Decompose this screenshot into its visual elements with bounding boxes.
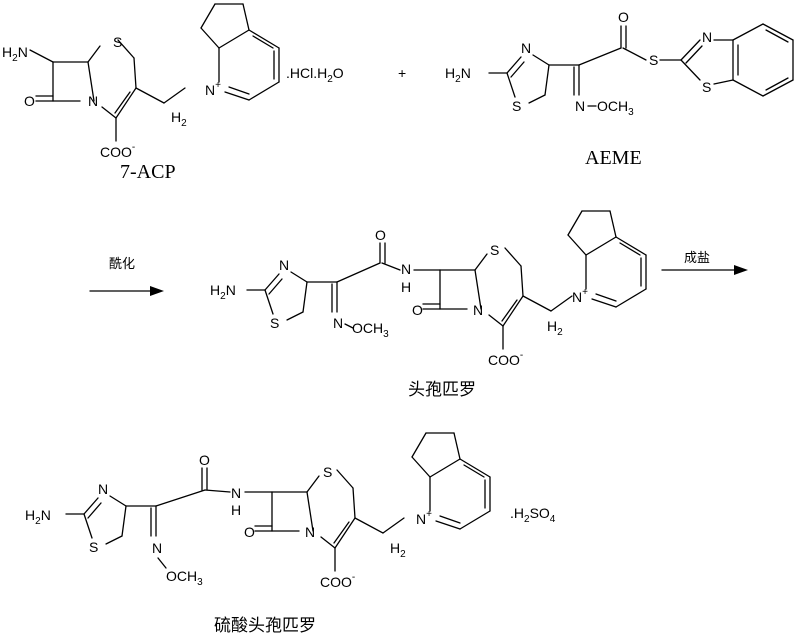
aeme-n-ox: N (575, 98, 585, 114)
aeme-n-btz: N (702, 29, 712, 45)
product-cefpirome: H2N N S N OCH3 O N H S O N COO- H2 N+ 头孢… (210, 210, 647, 400)
p1-npy-atom: N+ (572, 287, 588, 305)
p2-s-ring: S (89, 539, 98, 555)
p2-npy-atom: N+ (416, 509, 432, 527)
arrow-salt-formation: 成盐 (661, 251, 748, 275)
p2-s6: S (323, 464, 332, 480)
acp-n-atom: N (88, 93, 98, 109)
aeme-n-ring: N (521, 40, 531, 56)
arrow-acylation-label: 酰化 (109, 257, 135, 272)
p2-och3: OCH3 (166, 568, 203, 588)
acp-h2n-label: H2N (2, 44, 28, 64)
p2-name: 硫酸头孢匹罗 (214, 616, 316, 636)
aeme-o-carbonyl: O (618, 9, 629, 25)
aeme-h2n-label: H2N (445, 65, 471, 85)
p1-nh-n: N (401, 261, 411, 277)
p1-h2n-label: H2N (210, 282, 236, 302)
p1-o-amide: O (375, 227, 386, 243)
plus-sign: + (398, 65, 406, 81)
p2-n-ox: N (152, 540, 162, 556)
p2-ch2-label: H2 (390, 540, 406, 560)
acp-name: 7-ACP (120, 161, 176, 183)
acp-s-atom: S (113, 34, 122, 50)
acp-o-atom: O (24, 93, 35, 109)
p1-o-lactam: O (412, 302, 423, 318)
p1-och3: OCH3 (352, 320, 389, 340)
aeme-och3: OCH3 (597, 98, 634, 118)
product-cefpirome-sulfate: H2N N S N OCH3 O N H S O N COO- H2 N+ .H… (25, 432, 556, 636)
acp-coo-label: COO- (100, 142, 135, 160)
arrow-acylation: 酰化 (89, 257, 164, 296)
p1-s6: S (490, 242, 499, 258)
p1-n-ox: N (333, 315, 343, 331)
p1-n-ring: N (279, 257, 289, 273)
p2-nh-n: N (231, 485, 241, 501)
aeme-s-thio: S (649, 52, 658, 68)
acp-npy-atom: N+ (205, 80, 221, 98)
aeme-name: AEME (585, 147, 642, 169)
p2-h2n-label: H2N (25, 507, 51, 527)
aeme-s-ring: S (512, 98, 521, 114)
aeme-s-btz: S (702, 79, 711, 95)
p1-s-ring: S (270, 315, 279, 331)
p2-o-amide: O (199, 452, 210, 468)
acp-salt-label: .HCl.H2O (286, 65, 344, 85)
p2-salt-label: .H2SO4 (510, 505, 556, 525)
arrow-salt-label: 成盐 (684, 251, 710, 266)
reactant-aeme: H2N N S N OCH3 O S N S AEME (445, 9, 794, 169)
p1-name: 头孢匹罗 (408, 380, 476, 400)
p1-coo-label: COO- (488, 350, 523, 368)
p2-coo-label: COO- (320, 572, 355, 590)
p1-ch2-label: H2 (547, 318, 563, 338)
p2-o-lactam: O (244, 524, 255, 540)
p1-n-lactam: N (473, 302, 483, 318)
p1-nh-h: H (401, 279, 411, 295)
p2-nh-h: H (231, 502, 241, 518)
reactant-7acp: H2N S O N COO- H2 N+ .HCl.H2O 7-ACP (2, 3, 344, 183)
acp-ch2-label: H2 (171, 109, 187, 129)
p2-n-ring: N (98, 481, 108, 497)
p2-n-lactam: N (305, 524, 315, 540)
